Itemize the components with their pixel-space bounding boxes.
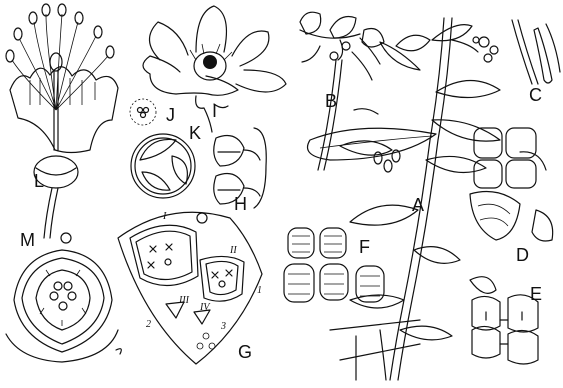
- g-mark-ii: II: [230, 246, 237, 256]
- g-mark-iv: IV: [200, 303, 209, 313]
- figure-label-j: J: [166, 106, 175, 124]
- figure-c-stamens: [512, 20, 560, 84]
- g-mark-i: I: [163, 212, 166, 222]
- figure-label-l: L: [34, 172, 44, 190]
- g-mark-iii: III: [179, 296, 189, 306]
- figure-d-seeds: [470, 128, 553, 241]
- figure-k-fruit-section: [131, 134, 195, 198]
- figure-label-b: B: [325, 92, 337, 110]
- figure-e-opened-fruits: [472, 295, 538, 364]
- figure-label-d: D: [516, 246, 529, 264]
- figure-j-small-diagram: [130, 99, 156, 125]
- g-mark-1: 1: [257, 286, 262, 296]
- figure-label-k: K: [189, 124, 201, 142]
- figure-label-e: E: [530, 285, 542, 303]
- figure-label-h: H: [234, 195, 247, 213]
- g-mark-3: 3: [221, 322, 226, 332]
- figure-label-i: I: [212, 102, 217, 120]
- g-mark-2: 2: [146, 320, 151, 330]
- figure-label-c: C: [529, 86, 542, 104]
- figure-a-branch: [308, 18, 501, 380]
- figure-label-a: A: [412, 196, 424, 214]
- figure-m-floral-diagram: [6, 233, 121, 362]
- figure-label-g: G: [238, 343, 252, 361]
- figure-l-flower-stamens: [6, 4, 118, 238]
- figure-label-m: M: [20, 231, 35, 249]
- figure-label-f: F: [359, 238, 370, 256]
